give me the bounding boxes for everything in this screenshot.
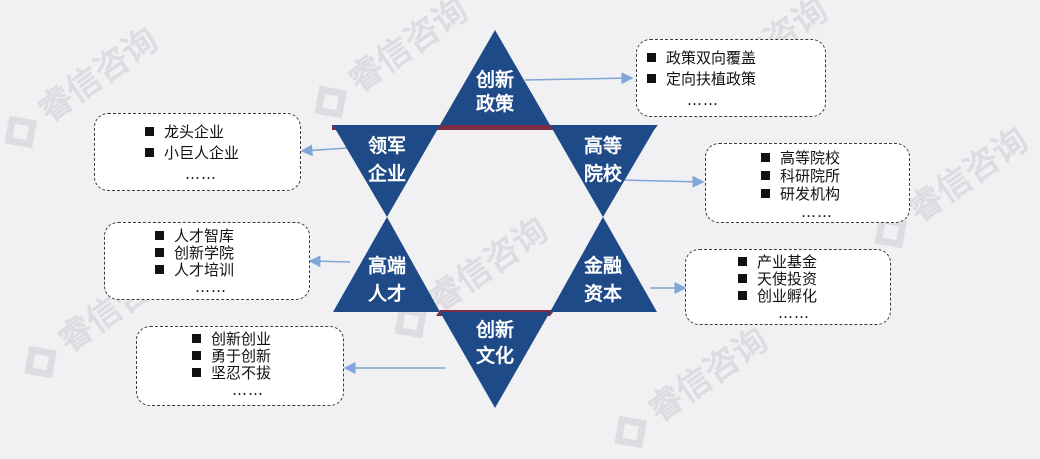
list-item: 创新创业 — [192, 331, 333, 348]
label-finance-2: 资本 — [584, 282, 622, 305]
list-item: 高等院校 — [761, 149, 899, 167]
list-item: 人才培训 — [155, 262, 299, 279]
tri-policy — [440, 30, 550, 125]
more-ellipsis: …… — [185, 165, 217, 183]
arrow-university — [621, 175, 705, 188]
list-item: 研发机构 — [761, 185, 899, 203]
callout-enterprise: 龙头企业 小巨人企业 …… — [94, 113, 301, 191]
list-item: 科研院所 — [761, 167, 899, 185]
label-finance-1: 金融 — [583, 254, 622, 277]
label-talent-2: 人才 — [368, 282, 406, 305]
label-policy-1: 创新 — [475, 68, 514, 91]
more-ellipsis: …… — [687, 91, 719, 109]
callout-policy: 政策双向覆盖 定向扶植政策 …… — [636, 39, 826, 117]
label-university-2: 院校 — [584, 162, 623, 185]
arrow-policy — [524, 72, 634, 85]
tri-culture — [440, 312, 550, 408]
list-item: 产业基金 — [738, 254, 880, 271]
callout-culture: 创新创业 勇于创新 坚忍不拔 …… — [136, 326, 344, 406]
arrow-enterprise — [300, 144, 349, 157]
label-talent-1: 高端 — [368, 254, 406, 277]
list-item: 龙头企业 — [145, 122, 290, 143]
more-ellipsis: …… — [232, 381, 264, 399]
callout-university: 高等院校 科研院所 研发机构 …… — [705, 143, 910, 223]
list-item: 人才智库 — [155, 228, 299, 245]
more-ellipsis: …… — [195, 278, 227, 296]
list-item: 创业孵化 — [738, 288, 880, 305]
label-culture-2: 文化 — [476, 344, 514, 367]
list-item: 定向扶植政策 — [647, 69, 815, 90]
label-culture-1: 创新 — [475, 318, 514, 341]
list-item: 坚忍不拔 — [192, 365, 333, 382]
list-item: 小巨人企业 — [145, 143, 290, 164]
list-item: 政策双向覆盖 — [647, 48, 815, 69]
label-policy-2: 政策 — [476, 92, 515, 115]
list-item: 创新学院 — [155, 245, 299, 262]
arrow-talent — [308, 255, 351, 268]
label-enterprise-2: 企业 — [367, 162, 406, 185]
callout-talent: 人才智库 创新学院 人才培训 …… — [104, 222, 310, 300]
more-ellipsis: …… — [801, 203, 833, 221]
tri-finance — [550, 217, 657, 312]
tri-enterprise — [333, 125, 440, 217]
tri-university — [550, 125, 657, 217]
tri-talent — [333, 217, 440, 312]
label-enterprise-1: 领军 — [368, 134, 406, 157]
list-item: 天使投资 — [738, 271, 880, 288]
label-university-1: 高等 — [584, 134, 622, 157]
callout-finance: 产业基金 天使投资 创业孵化 …… — [685, 249, 891, 325]
more-ellipsis: …… — [778, 304, 810, 322]
star-diagram: 创新 政策 领军 企业 高等 院校 高端 人才 金融 资本 创新 文化 — [300, 30, 705, 408]
diagram-canvas: 睿信咨询 睿信咨询 睿信咨询 睿信咨询 睿信咨询 睿信咨询 睿信咨询 创新 — [4, 0, 1035, 448]
list-item: 勇于创新 — [192, 348, 333, 365]
